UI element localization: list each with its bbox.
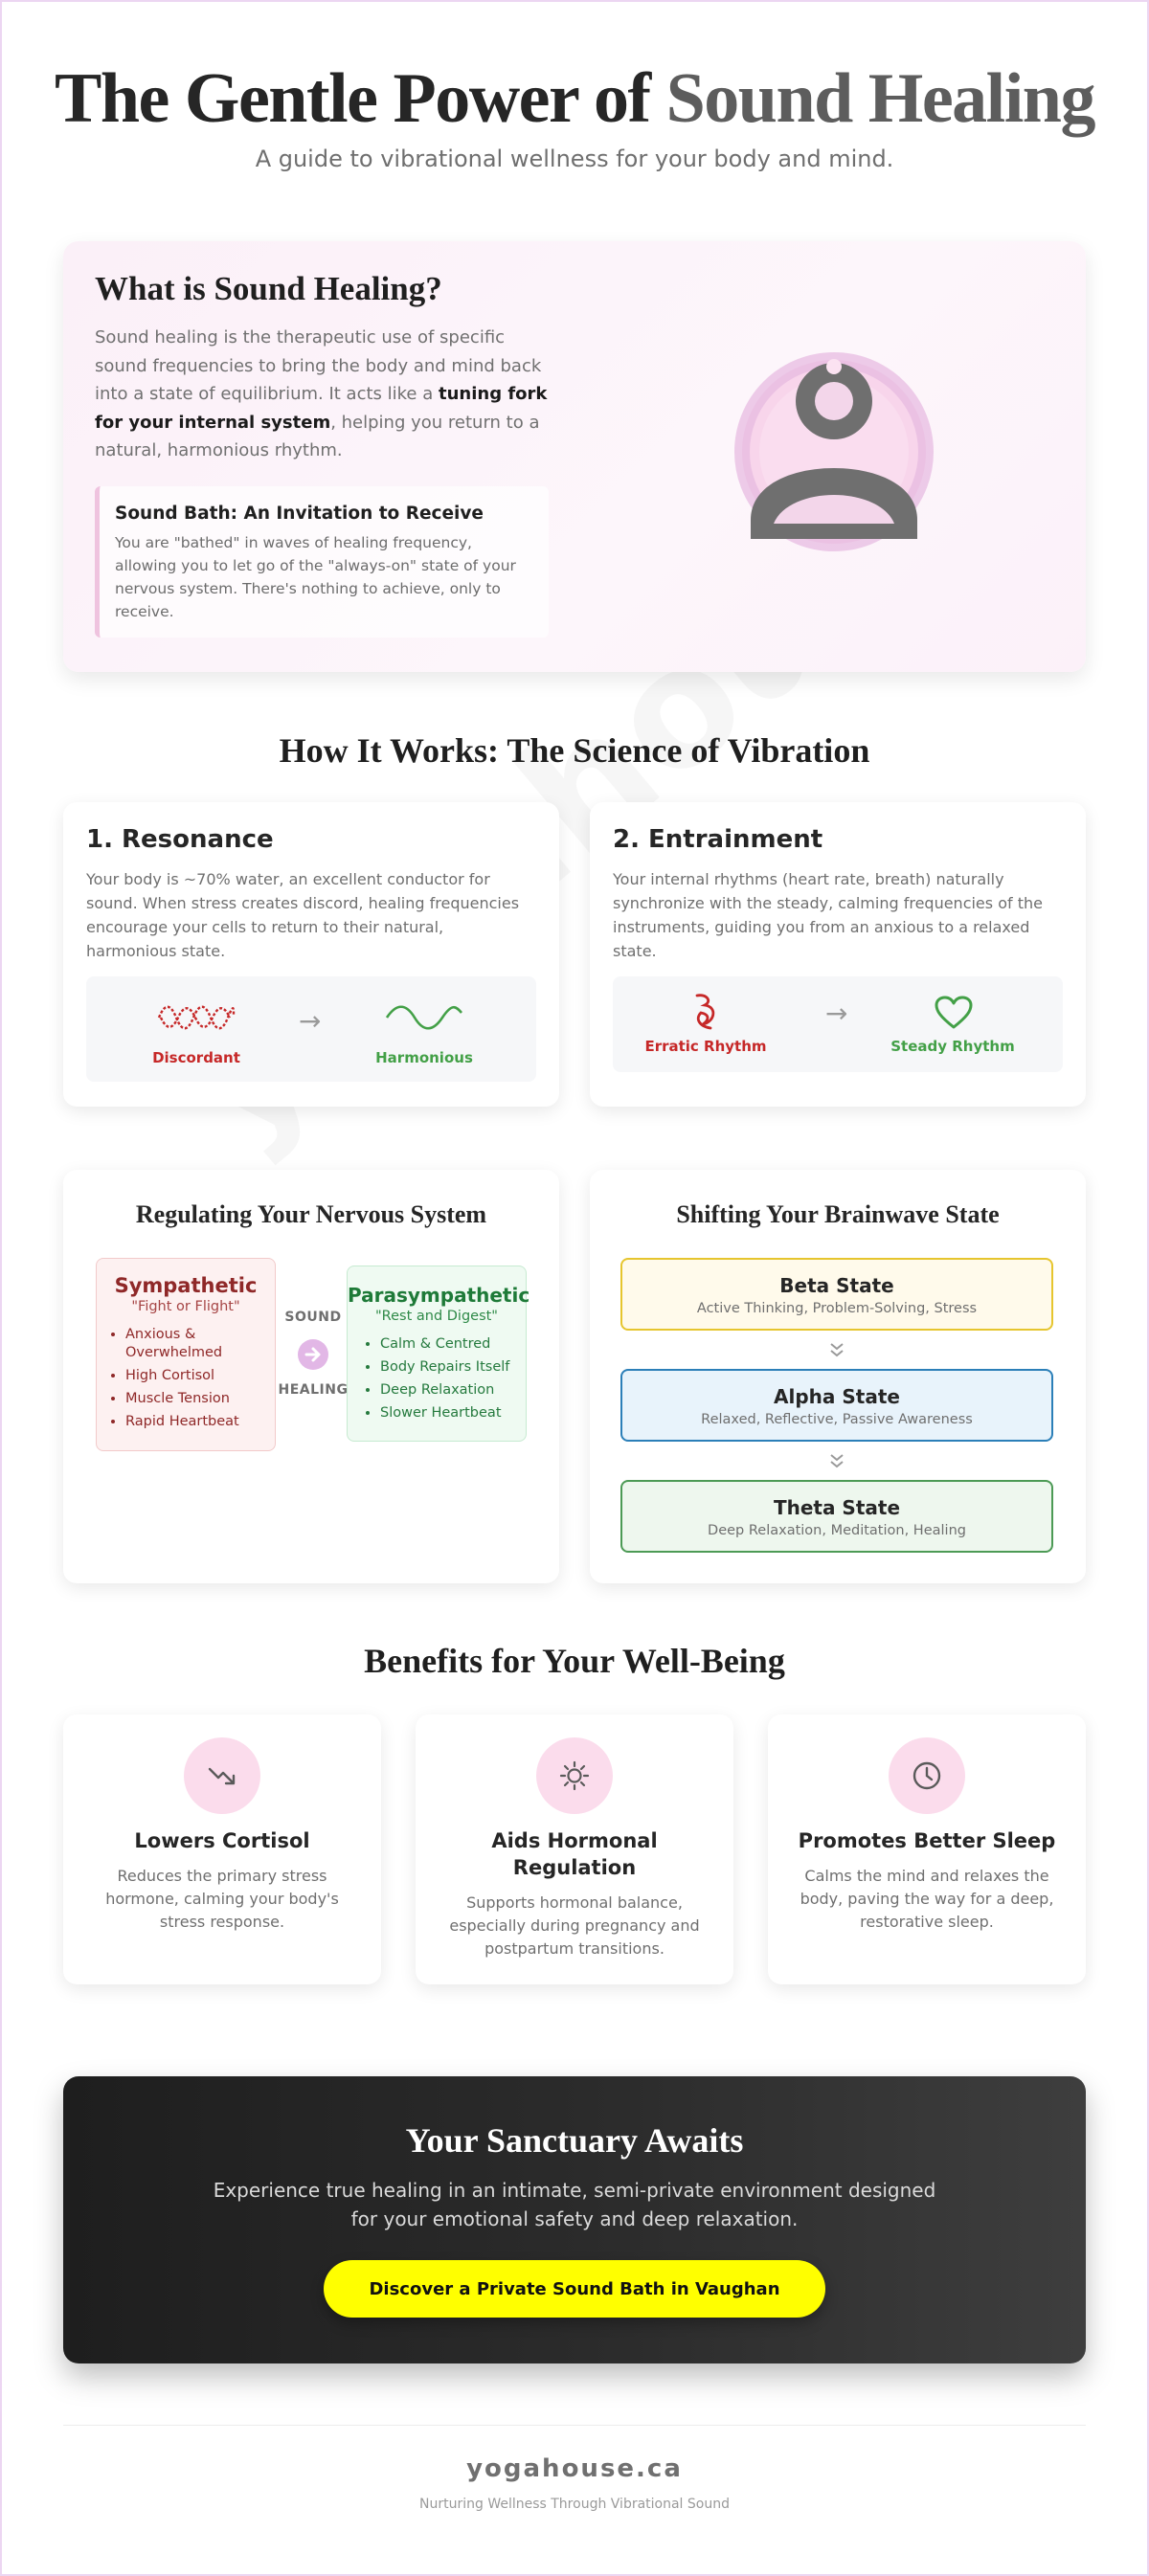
brainwave-card: Shifting Your Brainwave State Beta State… (590, 1170, 1086, 1583)
sympathetic-sub: "Fight or Flight" (131, 1299, 240, 1314)
parasympathetic-box: Parasympathetic "Rest and Digest" Calm &… (347, 1266, 530, 1442)
footer-divider (63, 2425, 1086, 2426)
resonance-card: 1. Resonance Your body is ~70% water, an… (63, 802, 559, 1107)
discordant-label: Discordant (152, 1049, 240, 1066)
intro-para-start: Sound healing is the therapeutic use of … (95, 327, 542, 404)
parasympathetic-list: Calm & Centred Body Repairs Itself Deep … (348, 1335, 526, 1422)
resonance-text: Your body is ~70% water, an excellent co… (86, 870, 520, 960)
sympathetic-item: Muscle Tension (125, 1390, 271, 1408)
benefit-icon-circle (184, 1737, 260, 1814)
parasympathetic-item: Slower Heartbeat (380, 1404, 526, 1422)
nervous-system-card: Regulating Your Nervous System Sympathet… (63, 1170, 559, 1583)
person-meditating-icon (734, 352, 934, 551)
parasympathetic-item: Deep Relaxation (380, 1381, 526, 1400)
resonance-heading: 1. Resonance (86, 825, 274, 854)
steady-rhythm-label: Steady Rhythm (890, 1038, 1015, 1055)
benefit-card-hormonal: Aids Hormonal Regulation Supports hormon… (416, 1714, 733, 1984)
cta-text: Experience true healing in an intimate, … (213, 2179, 936, 2230)
clock-icon (912, 1761, 941, 1790)
page-title: The Gentle Power of Sound Healing (0, 56, 1149, 142)
benefit-text: Calms the mind and relaxes the body, pav… (800, 1867, 1054, 1931)
sympathetic-list: Anxious & Overwhelmed High Cortisol Musc… (97, 1326, 275, 1431)
benefit-card-sleep: Promotes Better Sleep Calms the mind and… (768, 1714, 1086, 1984)
cta-title: Your Sanctuary Awaits (405, 2121, 744, 2160)
sound-tag: SOUND (284, 1310, 342, 1325)
alpha-state-desc: Relaxed, Reflective, Passive Awareness (701, 1412, 973, 1427)
intro-para-end: , helping you return to a natural, harmo… (95, 412, 540, 461)
title-part-2: Sound Healing (665, 59, 1096, 138)
chevron-down-icon (830, 1454, 844, 1468)
theta-state-name: Theta State (773, 1496, 901, 1519)
parasympathetic-item: Calm & Centred (380, 1335, 526, 1354)
cta-banner: Your Sanctuary Awaits Experience true he… (63, 2076, 1086, 2363)
trending-down-icon (208, 1767, 236, 1785)
healing-tag: HEALING (278, 1382, 349, 1398)
arrow-icon: → (825, 997, 848, 1029)
benefit-title: Promotes Better Sleep (798, 1829, 1056, 1852)
callout-title: Sound Bath: An Invitation to Receive (115, 504, 484, 524)
page-subtitle: A guide to vibrational wellness for your… (255, 146, 894, 172)
erratic-rhythm-label: Erratic Rhythm (644, 1038, 767, 1055)
arrow-icon: → (299, 1005, 322, 1037)
discordant-wave-icon (157, 1005, 236, 1030)
benefits-title: Benefits for Your Well-Being (364, 1642, 785, 1680)
arrow-right-circle-icon (298, 1339, 328, 1370)
benefit-title: Aids Hormonal Regulation (491, 1829, 658, 1879)
intro-card: What is Sound Healing? Sound healing is … (63, 241, 1086, 672)
how-it-works-title: How It Works: The Science of Vibration (279, 731, 870, 770)
nervous-system-title: Regulating Your Nervous System (135, 1200, 487, 1228)
theta-state-desc: Deep Relaxation, Meditation, Healing (708, 1523, 966, 1538)
resonance-demo: Discordant → Harmonious (86, 976, 536, 1082)
sympathetic-heading: Sympathetic (114, 1274, 258, 1297)
alpha-state-box: Alpha State Relaxed, Reflective, Passive… (620, 1369, 1053, 1442)
parasympathetic-sub: "Rest and Digest" (375, 1309, 498, 1324)
brainwave-title: Shifting Your Brainwave State (676, 1200, 1000, 1228)
benefit-icon-circle (889, 1737, 965, 1814)
benefit-card-cortisol: Lowers Cortisol Reduces the primary stre… (63, 1714, 381, 1984)
beta-state-name: Beta State (779, 1274, 894, 1297)
sympathetic-item: High Cortisol (125, 1367, 271, 1385)
alpha-state-name: Alpha State (774, 1385, 900, 1408)
entrainment-card: 2. Entrainment Your internal rhythms (he… (590, 802, 1086, 1107)
theta-state-box: Theta State Deep Relaxation, Meditation,… (620, 1480, 1053, 1553)
parasympathetic-item: Body Repairs Itself (380, 1358, 526, 1377)
benefit-icon-circle (536, 1737, 613, 1814)
harmonious-label: Harmonious (375, 1049, 473, 1066)
entrainment-heading: 2. Entrainment (613, 825, 823, 854)
sympathetic-item: Rapid Heartbeat (125, 1413, 271, 1431)
discover-sound-bath-button[interactable]: Discover a Private Sound Bath in Vaughan (324, 2260, 825, 2318)
benefit-text: Supports hormonal balance, especially du… (449, 1893, 700, 1958)
intro-para-bold: tuning fork for your internal system (95, 384, 548, 433)
footer-tagline: Nurturing Wellness Through Vibrational S… (419, 2497, 730, 2512)
beta-state-desc: Active Thinking, Problem-Solving, Stress (696, 1301, 978, 1316)
harmonious-wave-icon (385, 1005, 462, 1030)
entrainment-text: Your internal rhythms (heart rate, breat… (613, 870, 1043, 960)
beta-state-box: Beta State Active Thinking, Problem-Solv… (620, 1258, 1053, 1331)
benefit-text: Reduces the primary stress hormone, calm… (105, 1867, 339, 1931)
callout-text: You are "bathed" in waves of healing fre… (115, 534, 516, 620)
sympathetic-box: Sympathetic "Fight or Flight" Anxious & … (96, 1258, 276, 1451)
erratic-rhythm-icon (695, 994, 715, 1030)
parasympathetic-heading: Parasympathetic (348, 1284, 530, 1307)
title-part-1: The Gentle Power of (55, 59, 651, 138)
intro-heading: What is Sound Healing? (95, 270, 442, 307)
sun-icon (559, 1760, 590, 1791)
sympathetic-item: Anxious & Overwhelmed (125, 1326, 271, 1362)
footer-brand: yogahouse.ca (466, 2454, 683, 2483)
intro-paragraph: Sound healing is the therapeutic use of … (95, 324, 554, 465)
chevron-down-icon (830, 1343, 844, 1357)
sound-bath-callout: Sound Bath: An Invitation to Receive You… (95, 486, 549, 638)
entrainment-demo: Erratic Rhythm → Steady Rhythm (613, 976, 1063, 1072)
benefit-title: Lowers Cortisol (134, 1829, 310, 1852)
heart-icon (935, 996, 973, 1029)
